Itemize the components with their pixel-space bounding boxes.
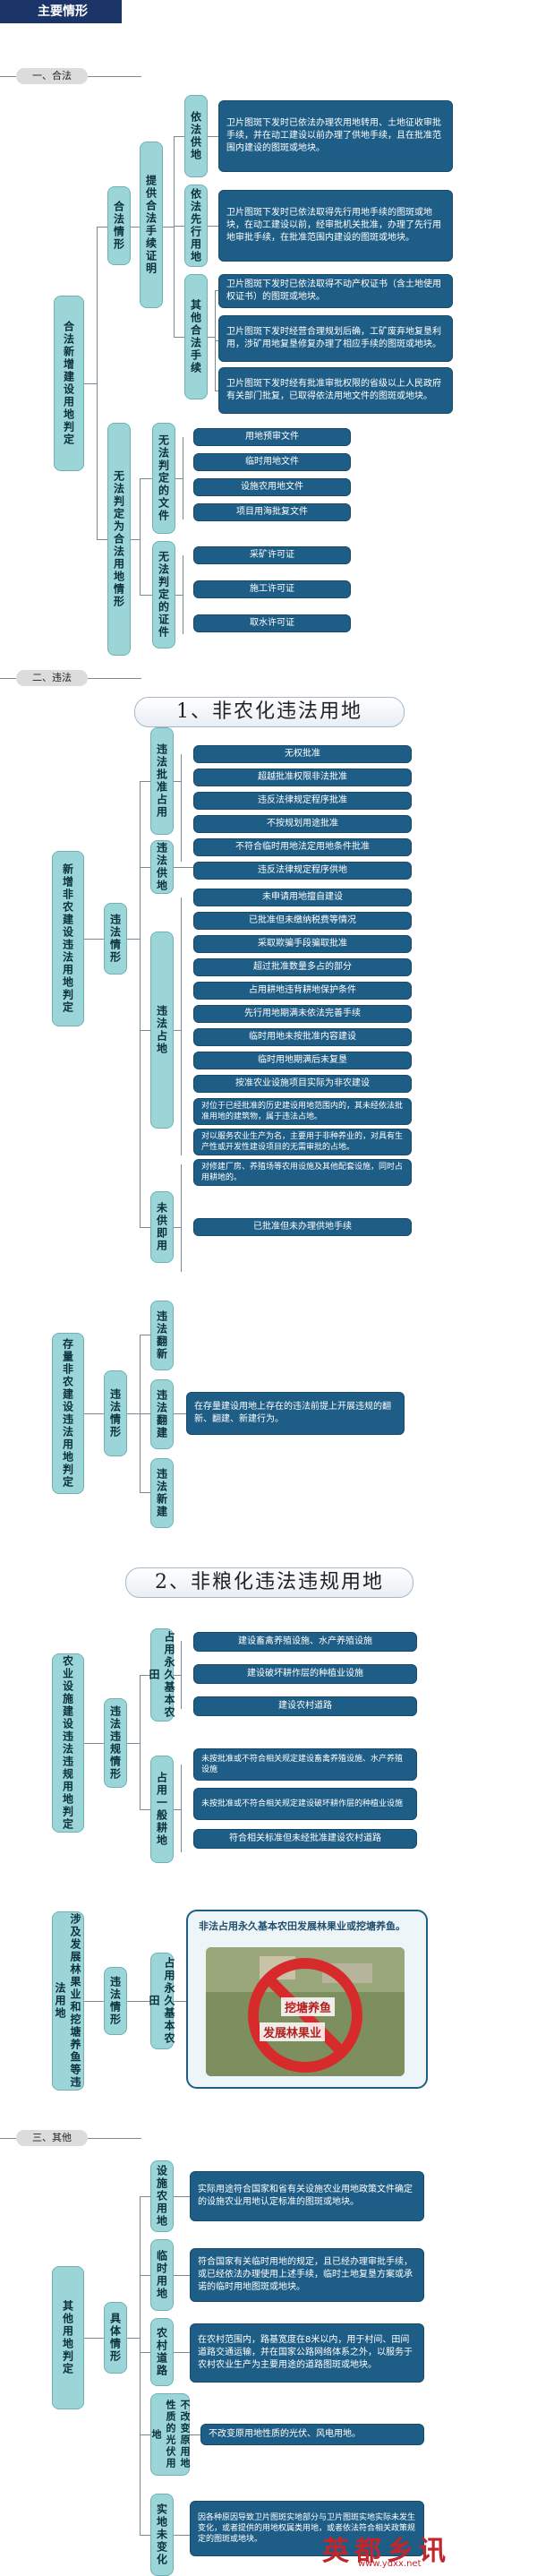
illegal-temp-not-approved: 临时用地未按批准内容建设 bbox=[193, 1028, 412, 1046]
other-unchanged-box: 实地未变化 bbox=[150, 2494, 174, 2576]
illegal-fake-agri-facility: 按准农业设施项目实际为非农建设 bbox=[193, 1075, 412, 1093]
illegal-temp-conditions: 不符合临时用地法定用地条件批准 bbox=[193, 838, 412, 856]
other-solar-leaf: 不改变原用地性质的光伏、风电用地。 bbox=[200, 2424, 424, 2445]
illegal-exceed-authority: 超越批准权限非法批准 bbox=[193, 769, 412, 786]
section-other-label: 三、其他 bbox=[0, 2130, 141, 2146]
illegal-no-authority: 无权批准 bbox=[193, 745, 412, 763]
legal-cert-leaf: 卫片图斑下发时已依法取得不动产权证书（含土地使用权证书）的图斑或地块。 bbox=[218, 274, 453, 308]
stock-rebuild-box: 违法翻建 bbox=[150, 1379, 174, 1449]
section-legal-label: 一、合法 bbox=[0, 68, 141, 84]
stock-root-box: 存量非农建设违法用地判定 bbox=[52, 1333, 84, 1494]
agri-livestock: 建设畜禽养殖设施、水产养殖设施 bbox=[193, 1632, 417, 1652]
other-facility-box: 设施农用地 bbox=[150, 2160, 174, 2232]
illegal-fraud-approval: 采取欺骗手段骗取批准 bbox=[193, 935, 412, 953]
forest-root-box: 涉及发展林果业和挖塘养鱼等违法用地 bbox=[52, 1911, 84, 2091]
legal-situation-box: 合法情形 bbox=[107, 186, 131, 265]
legal-undetermined-files-box: 无法判定的文件 bbox=[152, 423, 175, 534]
other-situation-box: 具体情形 bbox=[104, 2302, 127, 2374]
watermark-brand: 英都乡讯 bbox=[322, 2536, 451, 2567]
legal-root-box: 合法新增建设用地判定 bbox=[54, 296, 84, 471]
legal-advance-box: 依法先行用地 bbox=[184, 185, 208, 267]
legal-reclaim-leaf: 卫片图斑下发时经营合理规划后确，工矿废弃地复垦利用，涉矿用地复垦修复办理了相应手… bbox=[218, 315, 453, 362]
other-temp-leaf: 符合国家有关临时用地的规定，且已经办理审批手续，或已经依法办理使用上述手续，临时… bbox=[190, 2248, 424, 2302]
illegal-no-application: 未申请用地擅自建设 bbox=[193, 889, 412, 906]
stock-newbuild-box: 违法新建 bbox=[150, 1458, 174, 1528]
header-banner: 主要情形 bbox=[0, 0, 122, 23]
legal-proof-box: 提供合法手续证明 bbox=[140, 142, 163, 308]
other-road-box: 农村道路 bbox=[150, 2318, 174, 2386]
legal-approval-leaf: 卫片图斑下发时经有批准审批权限的省级以上人民政府有关部门批复，已取得依法用地文件… bbox=[218, 367, 453, 414]
other-temp-box: 临时用地 bbox=[150, 2239, 174, 2311]
illegal-farmland-protection: 占用耕地违背耕地保护条件 bbox=[193, 982, 412, 1000]
legal-undetermined-certs-box: 无法判定的证件 bbox=[152, 541, 175, 648]
illegal-unpaid-fees: 已批准但未缴纳税费等情况 bbox=[193, 912, 412, 930]
agri-situation-box: 违法违规情形 bbox=[104, 1698, 127, 1788]
other-facility-leaf: 实际用途符合国家和省有关设施农业用地政策文件确定的设施农业用地认定标准的图斑或地… bbox=[190, 2171, 424, 2221]
illegal-farm-structures: 对修建厂房、养殖场等农用设施及其他配套设施，同时占用耕地的。 bbox=[193, 1159, 412, 1186]
forest-situation-box: 违法情形 bbox=[104, 1967, 127, 2035]
illegal-temp-not-reclaimed: 临时用地期满后未复垦 bbox=[193, 1052, 412, 1069]
illegal-not-by-plan: 不按规划用途批准 bbox=[193, 815, 412, 833]
legal-cert-construction: 施工许可证 bbox=[193, 580, 351, 598]
section-illegal-label: 二、违法 bbox=[0, 670, 141, 686]
legal-advance-leaf: 卫片图斑下发时已依法取得先行用地手续的图斑或地块，在动工建设以前，经审批机关批准… bbox=[218, 190, 453, 262]
illegal-agri-pretext: 对以服务农业生产为名，主要用于非种养业的，对具有生产性或开发性建设项目的无需审批… bbox=[193, 1129, 412, 1155]
legal-supply-leaf: 卫片图斑下发时已依法办理农用地转用、土地征收审批手续，并在动工建设以前办理了供地… bbox=[218, 100, 453, 172]
watermark-url: www.ydxx.net bbox=[358, 2559, 422, 2569]
forest-permanent-box: 占用永久基本农田 bbox=[148, 1953, 175, 2049]
illegal-approval-box: 违法批准占用 bbox=[150, 727, 174, 835]
other-unchanged-leaf: 因各种原因导致卫片图斑实地部分与卫片图斑实地实际未发生变化，或者提供的用地权属类… bbox=[190, 2501, 424, 2556]
subheading-nongrain: 2、非粮化违法违规用地 bbox=[125, 1567, 413, 1598]
other-solar-box: 不改变原用地性质的光伏用地 bbox=[150, 2393, 191, 2476]
legal-file-facility: 设施农用地文件 bbox=[193, 478, 351, 496]
forest-illustration-panel: 非法占用永久基本农田发展林果业或挖塘养鱼。 挖塘养鱼 发展林果业 bbox=[186, 1910, 428, 2089]
illegal-supply-procedure: 违反法律规定程序供地 bbox=[193, 862, 412, 880]
legal-file-sea: 项目用海批复文件 bbox=[193, 503, 351, 521]
stock-renovate-box: 违法翻新 bbox=[150, 1301, 174, 1370]
agri-planting-destroy: 建设破坏耕作层的种植业设施 bbox=[193, 1664, 417, 1684]
illegal-root-box: 新增非农建设违法用地判定 bbox=[52, 851, 84, 1026]
legal-other-procedures-box: 其他合法手续 bbox=[184, 274, 208, 399]
illegal-situation-box: 违法情形 bbox=[104, 903, 127, 975]
legal-file-prelim: 用地预审文件 bbox=[193, 428, 351, 446]
stock-situation-box: 违法情形 bbox=[104, 1370, 127, 1456]
agri-root-box: 农业设施建设违法违规用地判定 bbox=[52, 1653, 84, 1833]
legal-file-temp: 临时用地文件 bbox=[193, 453, 351, 471]
illegal-excess-occupy: 超过批准数量多占的部分 bbox=[193, 958, 412, 976]
forest-sign-fish: 挖塘养鱼 bbox=[281, 1997, 336, 2016]
forest-sign-orchard: 发展林果业 bbox=[260, 2022, 326, 2041]
illegal-no-supply-procedure: 已批准但未办理供地手续 bbox=[193, 1218, 412, 1236]
agri-planting-unapproved: 未按批准或不符合相关规定建设破坏耕作层的种植业设施 bbox=[193, 1788, 417, 1820]
agri-roads-unapproved: 符合相关标准但未经批准建设农村道路 bbox=[193, 1829, 417, 1849]
legal-supply-box: 依法供地 bbox=[184, 95, 208, 177]
subheading-nonagri: 1、非农化违法用地 bbox=[134, 697, 405, 727]
agri-roads: 建设农村道路 bbox=[193, 1696, 417, 1716]
legal-cert-mining: 采矿许可证 bbox=[193, 546, 351, 564]
illegal-historic-land: 对位于已经批准的历史建设用地范围内的，其未经依法批准用地的建筑物，属于违法占地。 bbox=[193, 1098, 412, 1125]
illegal-occupation-box: 违法占地 bbox=[150, 932, 174, 1129]
illegal-advance-expired: 先行用地期满未依法完善手续 bbox=[193, 1005, 412, 1023]
agri-general-box: 占用一般耕地 bbox=[150, 1756, 174, 1863]
other-root-box: 其他用地判定 bbox=[52, 2266, 84, 2409]
legal-undetermined-box: 无法判定为合法用地情形 bbox=[107, 423, 131, 656]
illegal-violate-procedure: 违反法律规定程序批准 bbox=[193, 792, 412, 810]
agri-livestock-unapproved: 未按批准或不符合相关规定建设畜禽养殖设施、水产养殖设施 bbox=[193, 1748, 417, 1781]
illegal-supply-box: 违法供地 bbox=[150, 840, 174, 894]
agri-permanent-box: 占用永久基本农田 bbox=[148, 1628, 175, 1722]
other-road-leaf: 在农村范围内，路基宽度在8米以内，用于村间、田间道路交通运输，并在国家公路网络体… bbox=[190, 2323, 424, 2383]
forest-caption: 非法占用永久基本农田发展林果业或挖塘养鱼。 bbox=[199, 1920, 405, 1932]
forest-photo: 挖塘养鱼 发展林果业 bbox=[206, 1947, 405, 2076]
illegal-use-before-supply-box: 未供即用 bbox=[150, 1191, 174, 1263]
stock-leaf: 在存量建设用地上存在的违法前提上开展违规的翻新、翻建、新建行为。 bbox=[186, 1392, 405, 1435]
legal-cert-water: 取水许可证 bbox=[193, 614, 351, 632]
